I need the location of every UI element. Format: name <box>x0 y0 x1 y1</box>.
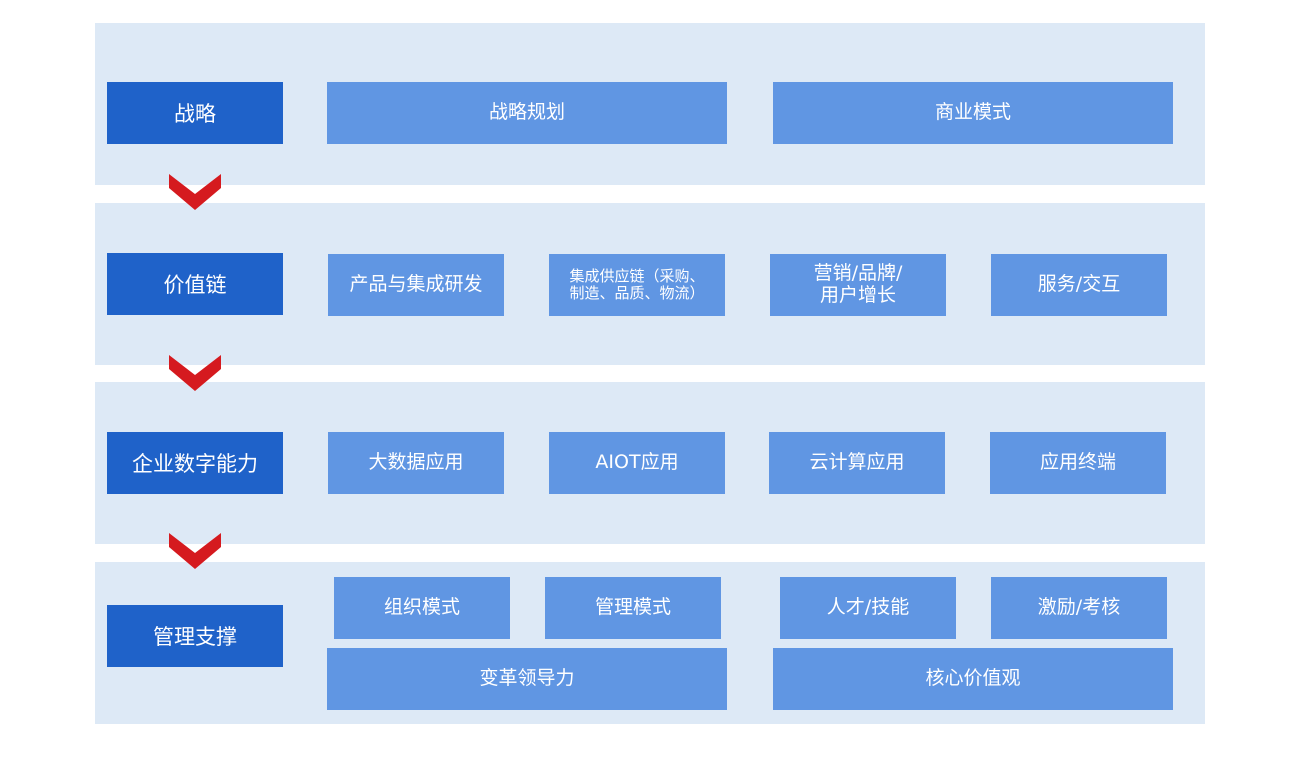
layer-label-management-support: 管理支撑 <box>107 605 283 667</box>
talent-skills-box: 人才/技能 <box>780 577 956 639</box>
layer-label-value-chain: 价值链 <box>107 253 283 315</box>
core-values-box: 核心价值观 <box>773 648 1173 710</box>
cloud-computing-box: 云计算应用 <box>769 432 945 494</box>
incentive-assessment-box: 激励/考核 <box>991 577 1167 639</box>
supply-chain-box: 集成供应链（采购、 制造、品质、物流） <box>549 254 725 316</box>
chevron-down-icon <box>169 533 221 569</box>
mgmt-model-box: 管理模式 <box>545 577 721 639</box>
layer-label-strategy: 战略 <box>107 82 283 144</box>
chevron-down-icon <box>169 174 221 210</box>
chevron-down-icon <box>169 355 221 391</box>
marketing-brand-box: 营销/品牌/ 用户增长 <box>770 254 946 316</box>
change-leadership-box: 变革领导力 <box>327 648 727 710</box>
terminal-app-box: 应用终端 <box>990 432 1166 494</box>
big-data-box: 大数据应用 <box>328 432 504 494</box>
product-rd-box: 产品与集成研发 <box>328 254 504 316</box>
org-model-box: 组织模式 <box>334 577 510 639</box>
business-model-box: 商业模式 <box>773 82 1173 144</box>
strategy-planning-box: 战略规划 <box>327 82 727 144</box>
aiot-box: AIOT应用 <box>549 432 725 494</box>
service-interaction-box: 服务/交互 <box>991 254 1167 316</box>
layer-label-digital-capability: 企业数字能力 <box>107 432 283 494</box>
